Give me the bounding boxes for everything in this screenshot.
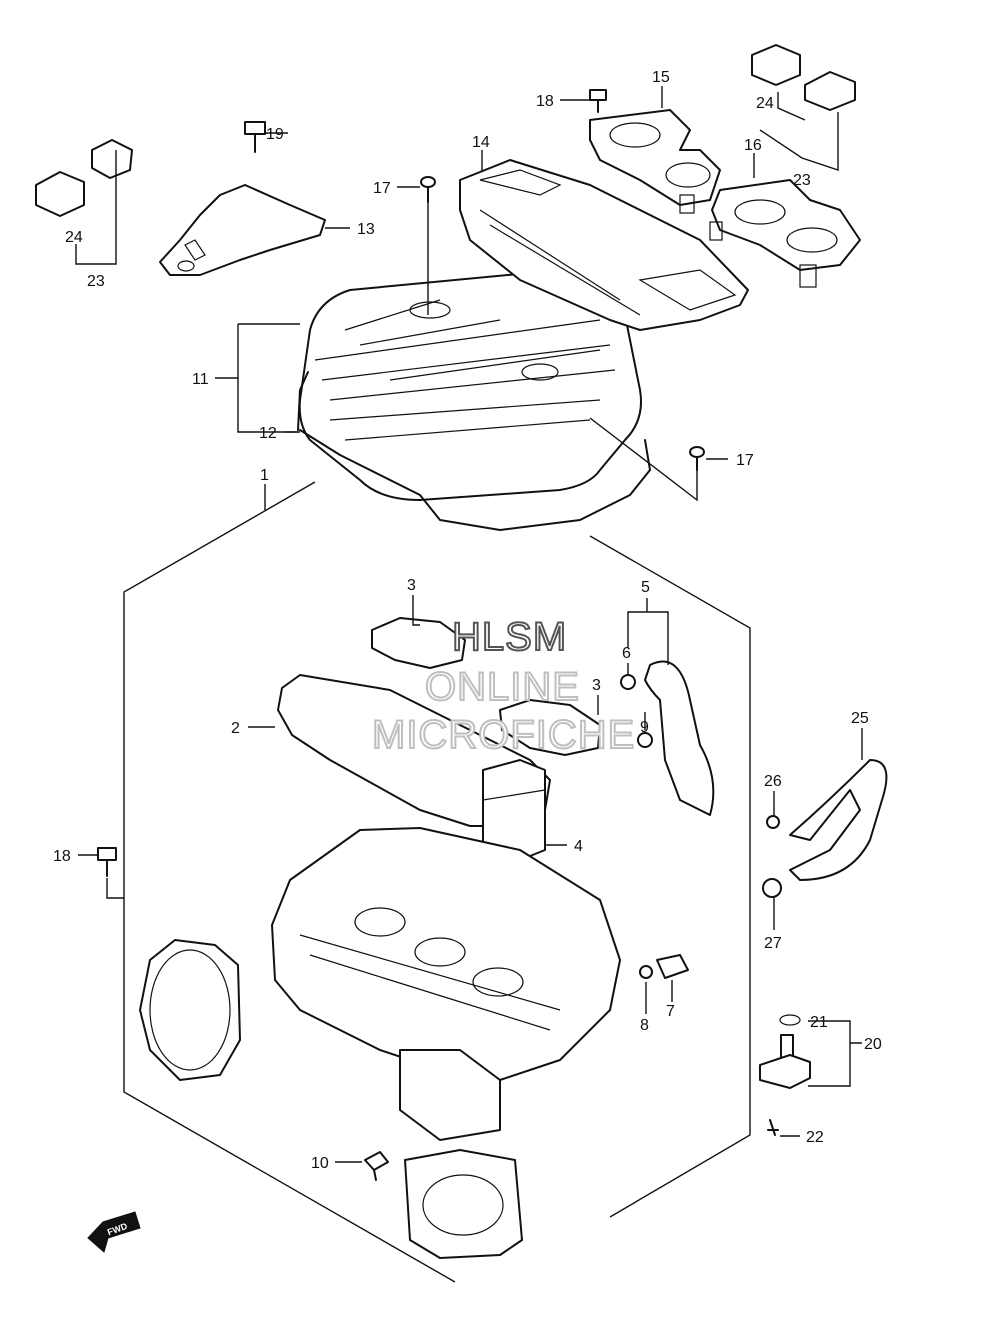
fwd-direction-badge: FWD — [87, 1211, 141, 1253]
callout-16: 16 — [744, 137, 762, 154]
clamp-26 — [766, 815, 780, 829]
leader-lines — [75, 86, 863, 1163]
callout-17-b: 17 — [736, 452, 754, 469]
rivet-10 — [364, 1151, 389, 1181]
funnel-15 — [589, 109, 721, 214]
screw-17-right — [689, 446, 705, 471]
callout-labels: 1 2 3 3 4 5 6 7 8 9 10 11 12 13 14 15 16… — [53, 69, 882, 1172]
callout-11: 11 — [192, 371, 209, 388]
watermark-line-1: HLSM — [452, 615, 567, 659]
callout-13: 13 — [357, 221, 375, 238]
clamp-27 — [762, 878, 782, 898]
bolt-18-left — [97, 847, 117, 877]
callout-5: 5 — [641, 579, 650, 596]
callout-15: 15 — [652, 69, 670, 86]
callout-20: 20 — [864, 1036, 882, 1053]
air-cleaner-cover — [298, 268, 642, 501]
callout-25: 25 — [851, 710, 869, 727]
screw-17-top — [420, 176, 436, 203]
bolt-19 — [244, 121, 266, 153]
intake-duct-cover — [459, 159, 749, 331]
watermark-line-3: MICROFICHE — [372, 713, 635, 757]
callout-23-b: 23 — [793, 172, 811, 189]
callout-26: 26 — [764, 773, 782, 790]
callout-1: 1 — [260, 467, 269, 484]
callout-17-a: 17 — [373, 180, 391, 197]
clamp-6 — [620, 674, 636, 690]
callout-24-b: 24 — [756, 95, 774, 112]
callout-10: 10 — [311, 1155, 329, 1172]
sensor-bracket — [159, 184, 326, 276]
watermark: HLSM ONLINE MICROFICHE — [371, 614, 635, 758]
cap-7 — [656, 954, 689, 979]
drain-hose-25 — [789, 759, 888, 881]
sensor-left — [35, 139, 133, 217]
breather-hose-5 — [644, 660, 715, 816]
callout-23-a: 23 — [87, 273, 105, 290]
bolt-18-top — [589, 89, 607, 113]
callout-21: 21 — [810, 1014, 828, 1031]
callout-12: 12 — [259, 425, 277, 442]
callout-24-a: 24 — [65, 229, 83, 246]
callout-7: 7 — [666, 1003, 675, 1020]
watermark-line-2: ONLINE — [425, 665, 580, 709]
sensor-right — [751, 44, 856, 111]
air-cleaner-case — [271, 827, 621, 1141]
assembly-boundary — [123, 481, 751, 1283]
callout-18-b: 18 — [53, 848, 71, 865]
callout-27: 27 — [764, 935, 782, 952]
callout-18-a: 18 — [536, 93, 554, 110]
bottom-duct — [404, 1149, 523, 1259]
callout-6: 6 — [622, 645, 631, 662]
clamp-8 — [639, 965, 653, 979]
callout-14: 14 — [472, 134, 490, 151]
funnel-16 — [709, 179, 861, 288]
callout-3-b: 3 — [592, 677, 601, 694]
cover-gasket — [297, 371, 651, 531]
callout-22: 22 — [806, 1129, 824, 1146]
callout-9: 9 — [640, 719, 649, 736]
callout-3-a: 3 — [407, 577, 416, 594]
intake-snout — [139, 939, 241, 1081]
callout-19: 19 — [266, 126, 284, 143]
drain-plug-assembly — [759, 1014, 811, 1136]
clamp-9 — [637, 732, 653, 748]
callout-4: 4 — [574, 838, 583, 855]
callout-8: 8 — [640, 1017, 649, 1034]
small-gasket-b — [499, 699, 601, 756]
callout-2: 2 — [231, 720, 240, 737]
